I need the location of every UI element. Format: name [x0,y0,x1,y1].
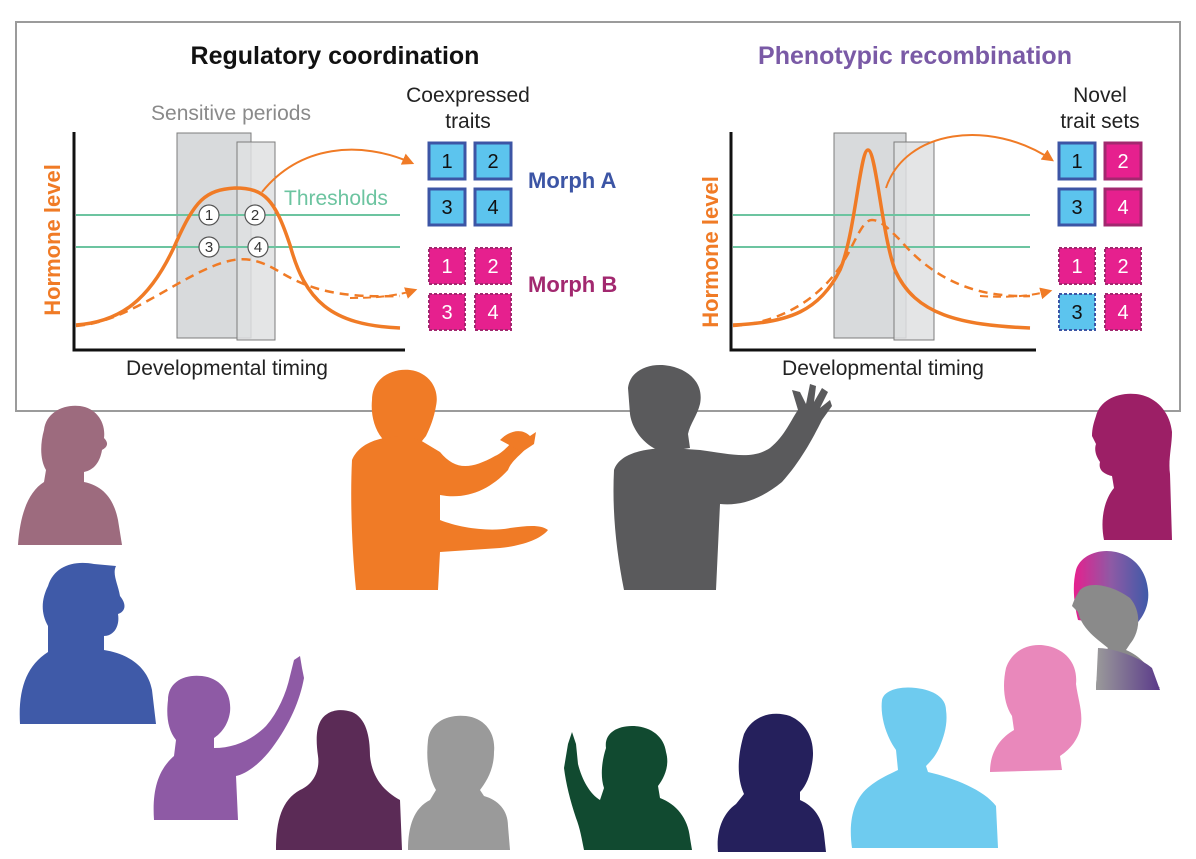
dark-gray-presenter [613,364,832,590]
morph-a-label: Morph A [528,168,616,193]
morph-a-trait-box-4 [473,187,513,227]
novel-set-b-trait-box-3 [1058,293,1096,331]
morph-b-trait-box-3 [428,293,466,331]
arrow-to-morph-b [349,287,418,299]
novel-header-line1: Novel [1073,84,1127,107]
left-panel: Regulatory coordination Sensitive period… [40,42,617,380]
morph-b-trait-number-2: 2 [487,256,498,278]
novel-set-a-grid: 1 2 3 4 [1057,141,1143,227]
novel-set-a-trait-number-1: 1 [1071,151,1082,173]
blue-man-silhouette [19,562,156,724]
left-chart-axes [72,132,405,352]
morph-b-trait-number-1: 1 [441,256,452,278]
right-hormone-curve-solid [732,148,1031,330]
navy-person-silhouette [717,713,826,852]
morph-a-trait-number-2: 2 [487,151,498,173]
arrow-to-set-b [979,287,1053,300]
hormone-curve-morph-a [75,186,401,330]
novel-set-a-trait-box-2 [1103,141,1143,181]
magenta-woman-silhouette [1092,393,1172,540]
gradient-haired-person-silhouette [1072,550,1160,690]
morph-b-trait-box-4 [474,293,512,331]
novel-set-b-trait-number-2: 2 [1117,256,1128,278]
novel-set-b-trait-number-1: 1 [1071,256,1082,278]
morph-a-trait-box-2 [473,141,513,181]
morph-a-trait-grid: 1 2 3 4 [427,141,513,227]
circled-number-2: 2 [244,204,266,226]
thresholds-label: Thresholds [284,187,388,210]
pink-ponytail-woman-silhouette [990,644,1082,772]
arrow-to-morph-a [261,148,415,193]
novel-set-b-trait-box-2 [1104,247,1142,285]
arrow-to-set-a [885,134,1054,189]
gray-person-silhouette [408,715,510,850]
morph-a-trait-box-3 [427,187,467,227]
coexpressed-header-line2: traits [445,110,491,133]
novel-set-b-trait-box-4 [1104,293,1142,331]
morph-a-trait-number-1: 1 [441,151,452,173]
right-panel-title: Phenotypic recombination [758,42,1072,70]
morph-b-trait-grid: 1 2 3 4 [428,247,512,331]
circled-number-3: 3 [198,236,220,258]
left-panel-title: Regulatory coordination [191,42,480,70]
novel-set-a-trait-number-2: 2 [1117,151,1128,173]
lavender-person-silhouette [153,656,304,820]
morph-a-trait-box-1 [427,141,467,181]
sky-blue-person-silhouette [850,687,998,848]
hormone-curve-morph-b [75,258,401,328]
morph-b-trait-number-3: 3 [441,302,452,324]
novel-set-b-grid: 1 2 3 4 [1058,247,1142,331]
green-person-silhouette [564,726,692,850]
morph-a-trait-number-3: 3 [441,197,452,219]
novel-set-b-trait-number-3: 3 [1071,302,1082,324]
sensitive-periods-label: Sensitive periods [151,102,311,125]
orange-presenter [351,369,548,590]
circled-number-1: 1 [198,204,220,226]
morph-b-label: Morph B [528,272,617,297]
left-x-axis-label: Developmental timing [126,357,328,380]
mauve-person-silhouette [18,405,122,545]
plum-woman-silhouette [276,710,402,850]
right-panel: Phenotypic recombination Hormone level D… [698,42,1143,380]
svg-text:4: 4 [254,239,262,256]
novel-set-a-trait-number-4: 4 [1117,197,1128,219]
morph-a-trait-number-4: 4 [487,197,498,219]
svg-text:1: 1 [205,207,213,224]
right-sensitive-period-2 [893,141,935,341]
morph-b-trait-box-1 [428,247,466,285]
right-y-axis-label: Hormone level [698,176,723,328]
right-hormone-curve-dashed [732,218,1031,328]
circled-number-4: 4 [247,236,269,258]
novel-header-line2: trait sets [1060,110,1139,133]
right-chart-axes [729,132,1036,352]
novel-set-a-trait-box-3 [1057,187,1097,227]
audience [18,393,1172,852]
svg-text:3: 3 [205,239,213,256]
coexpressed-header-line1: Coexpressed [406,84,530,107]
novel-set-a-trait-box-1 [1057,141,1097,181]
novel-set-a-trait-number-3: 3 [1071,197,1082,219]
svg-text:2: 2 [251,207,259,224]
novel-set-a-trait-box-4 [1103,187,1143,227]
right-x-axis-label: Developmental timing [782,357,984,380]
morph-b-trait-number-4: 4 [487,302,498,324]
left-y-axis-label: Hormone level [40,164,65,316]
morph-b-trait-box-2 [474,247,512,285]
novel-set-b-trait-number-4: 4 [1117,302,1128,324]
novel-set-b-trait-box-1 [1058,247,1096,285]
